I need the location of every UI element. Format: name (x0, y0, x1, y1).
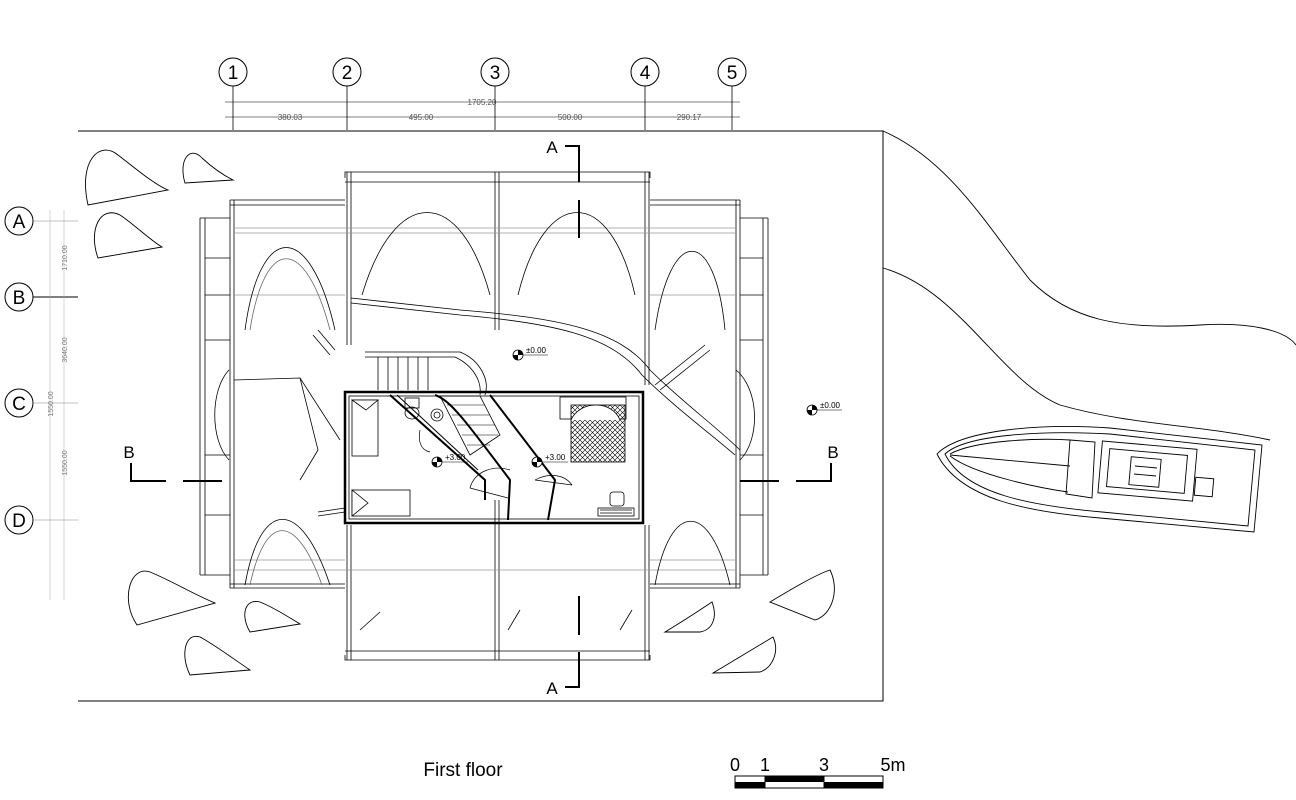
level-text-ground-north: ±0.00 (526, 346, 547, 355)
shoreline (882, 130, 1296, 441)
row-dimension-a: 1710.00 (62, 245, 69, 270)
level-text-floor-right: +3.00 (545, 453, 566, 462)
level-marker-ground-east: ±0.00 (806, 401, 842, 416)
grid-label-5: 5 (727, 63, 738, 84)
grid-bubble-5: 5 (717, 57, 747, 87)
landscape-shells (85, 149, 835, 676)
scale-label-3: 3 (819, 755, 829, 775)
grid-bubble-d: D (4, 505, 34, 535)
scale-label-5m: 5m (880, 755, 905, 775)
cabin-walls (343, 390, 645, 525)
overall-dimension: 1705.20 (468, 98, 497, 107)
grid-bubble-b: B (4, 282, 34, 312)
grid-label-3: 3 (490, 63, 501, 84)
row-grid-labels: A B C D (4, 206, 78, 600)
scale-bar (734, 775, 884, 789)
section-label-a-top: A (546, 138, 558, 157)
span-dimension-2-3: 495.00 (409, 113, 434, 122)
site-boundary (78, 130, 884, 702)
level-text-ground-east: ±0.00 (820, 401, 841, 410)
row-dimension-b: 3640.00 (62, 337, 69, 362)
grid-bubble-c: C (4, 388, 34, 418)
boat (936, 426, 1263, 533)
grid-bubble-3: 3 (480, 57, 510, 87)
section-markers (130, 145, 832, 688)
level-marker-floor-right: +3.00 (531, 453, 568, 468)
grid-label-d: D (12, 511, 26, 532)
row-dimension-c: 1550.00 (48, 391, 55, 416)
section-label-b-left: B (123, 443, 134, 462)
level-marker-ground-north: ±0.00 (512, 346, 548, 361)
cabin-furniture (350, 396, 635, 517)
drawing-title: First floor (423, 760, 503, 781)
building-structure (199, 171, 769, 661)
scale-label-1: 1 (760, 755, 770, 775)
grid-bubble-4: 4 (630, 57, 660, 87)
row-dimension-d: 1550.00 (62, 450, 69, 475)
grid-label-2: 2 (342, 63, 353, 84)
span-dimension-4-5: 290.17 (677, 113, 702, 122)
grid-bubble-a: A (4, 206, 34, 236)
level-text-floor-left: +3.00 (445, 453, 466, 462)
grid-bubble-1: 1 (218, 57, 248, 87)
section-label-b-right: B (827, 443, 838, 462)
scale-label-0: 0 (730, 755, 740, 775)
level-marker-floor-left: +3.00 (431, 453, 468, 468)
grid-bubble-2: 2 (332, 57, 362, 87)
level-markers: ±0.00 ±0.00 +3.00 +3.00 (431, 346, 842, 468)
span-dimension-1-2: 380.03 (278, 113, 303, 122)
grid-label-c: C (12, 394, 26, 415)
span-dimension-3-4: 500.00 (558, 113, 583, 122)
grid-label-1: 1 (228, 63, 239, 84)
column-grid-labels: 1 2 3 4 5 (218, 57, 747, 130)
grid-label-b: B (13, 288, 26, 309)
grid-label-a: A (13, 212, 26, 233)
grid-label-4: 4 (640, 63, 651, 84)
section-label-a-bottom: A (546, 679, 558, 698)
